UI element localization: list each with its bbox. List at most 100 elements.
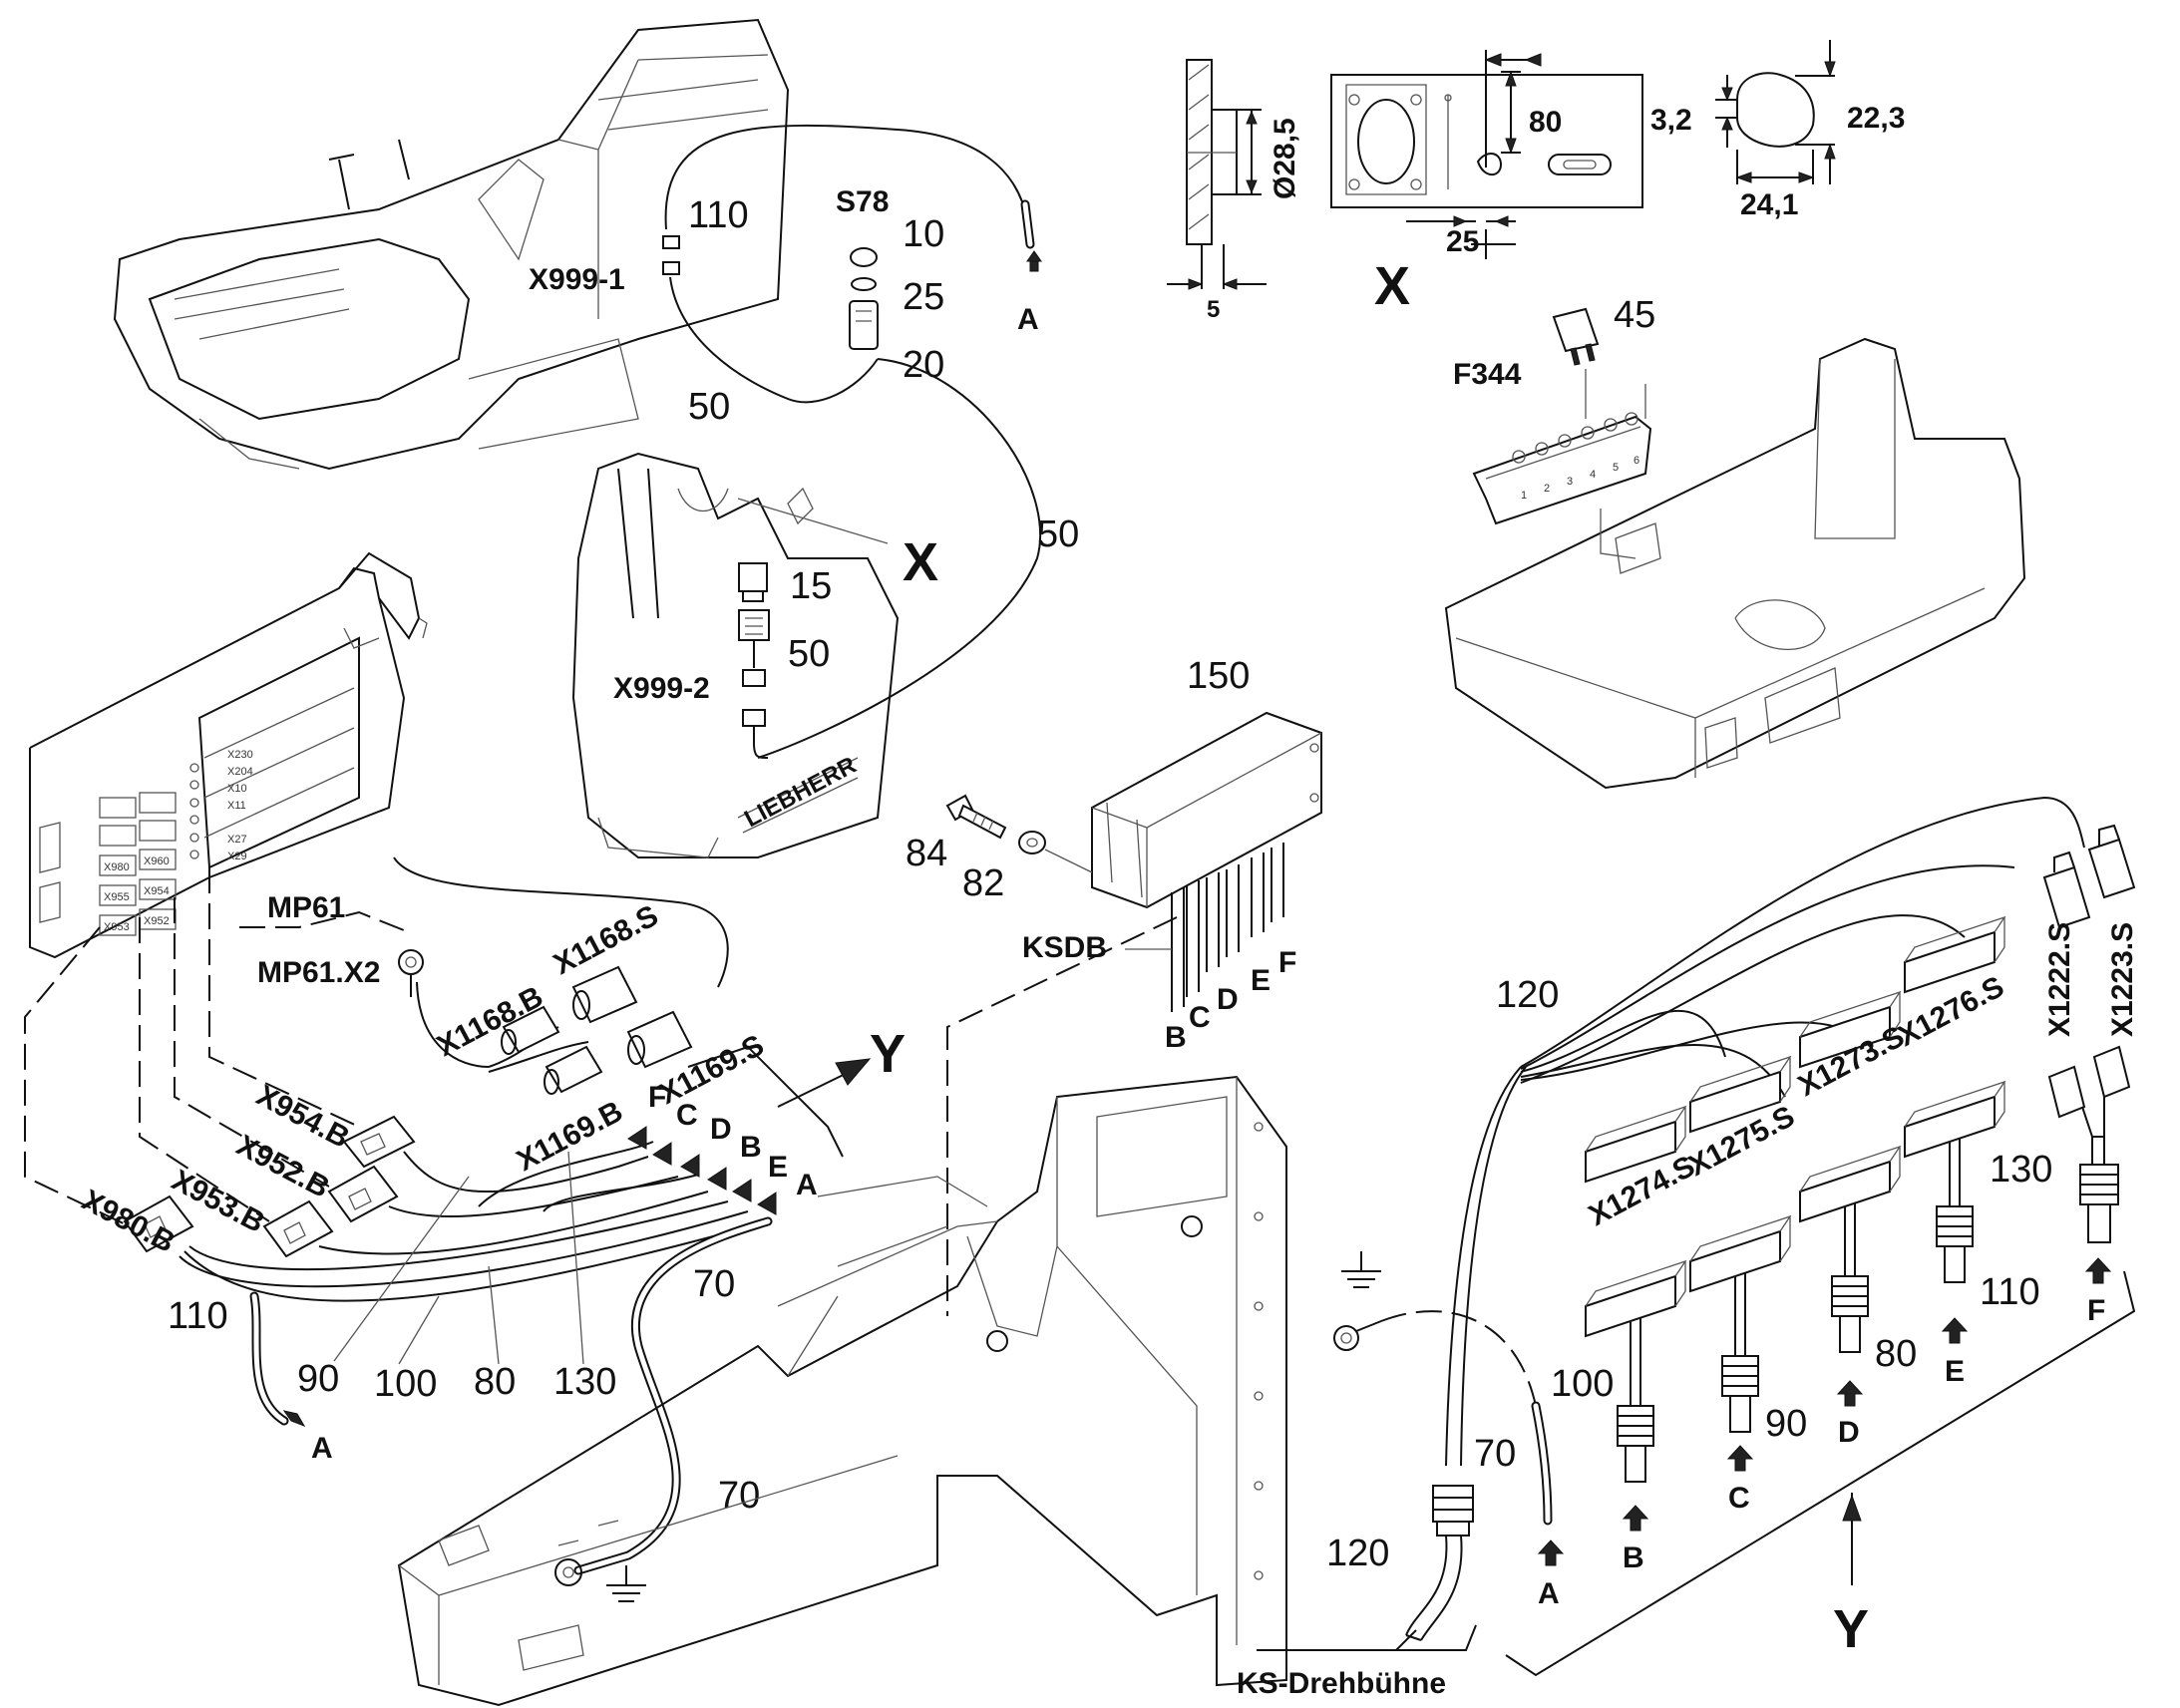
- label-a-bottom: A: [311, 1432, 333, 1465]
- label-a-top: A: [1017, 303, 1039, 336]
- arrow-up-icon-c: [1726, 1445, 1754, 1472]
- label-ksdb-f: F: [1278, 946, 1296, 979]
- label-dim-5: 5: [1207, 296, 1220, 323]
- washer-82: [1018, 831, 1046, 854]
- svg-text:X954: X954: [144, 885, 170, 897]
- hole-detail: [1715, 40, 1836, 184]
- label-15: 15: [790, 565, 832, 607]
- label-dim-22-3: 22,3: [1847, 102, 1905, 135]
- label-50-a: 50: [688, 386, 730, 428]
- arrow-up-icon: [1026, 250, 1042, 272]
- label-ksdb-d: D: [1217, 983, 1239, 1016]
- connector-x1222-s: [2042, 851, 2091, 929]
- relay-socket-50: [738, 609, 770, 668]
- svg-text:X955: X955: [104, 891, 130, 903]
- cable-110-top: [664, 124, 1035, 249]
- label-x1223-s: X1223.S: [2106, 922, 2139, 1037]
- label-right-f: F: [2087, 1294, 2105, 1327]
- connector-x1168-b: [501, 1005, 560, 1055]
- joystick-grip: [571, 452, 900, 858]
- svg-text:X10: X10: [227, 783, 247, 795]
- svg-text:1: 1: [1521, 490, 1527, 502]
- label-50-c: 50: [788, 633, 830, 675]
- machine-frame: [397, 1075, 1287, 1707]
- arrow-up-icon-d: [1836, 1380, 1864, 1407]
- operator-console: [113, 18, 790, 471]
- ground-icon-right: [1341, 1251, 1381, 1288]
- label-x999-2: X999-2: [613, 672, 710, 705]
- label-150: 150: [1187, 655, 1250, 697]
- label-50-b: 50: [1037, 513, 1079, 555]
- label-y-right: Y: [1833, 1599, 1869, 1659]
- cable-70-right: [1531, 1401, 1553, 1526]
- label-arrow-e: E: [768, 1151, 788, 1184]
- fuse-holder: 1 2 3 4 5 6: [1472, 369, 1652, 525]
- label-s78: S78: [836, 185, 889, 218]
- label-80-right: 80: [1875, 1333, 1917, 1375]
- grommet-120: [1432, 1485, 1474, 1537]
- plug-x1273-s: [1799, 990, 1902, 1069]
- label-arrow-d: D: [710, 1113, 732, 1146]
- label-arrow-c: C: [676, 1099, 698, 1132]
- label-x-detail-ref: X: [903, 532, 938, 592]
- connector-x1169-s: [626, 1010, 693, 1069]
- label-x1168-s: X1168.S: [548, 899, 664, 981]
- label-f344: F344: [1453, 358, 1522, 391]
- connector-x1169-b: [544, 1045, 603, 1095]
- label-ksdb-e: E: [1251, 964, 1271, 997]
- label-arrow-b: B: [740, 1131, 762, 1164]
- label-ksdb-b: B: [1165, 1021, 1187, 1054]
- label-110-right: 110: [1980, 1271, 2040, 1313]
- label-80: 80: [474, 1361, 516, 1403]
- svg-text:X952: X952: [144, 915, 170, 927]
- logo-liebherr: LIEBHERR: [740, 752, 861, 833]
- svg-text:X11: X11: [227, 800, 246, 812]
- label-110-top: 110: [688, 194, 749, 236]
- label-90-right: 90: [1765, 1403, 1807, 1445]
- label-120-a: 120: [1496, 974, 1559, 1016]
- label-diameter-28-5: Ø28,5: [1269, 118, 1301, 199]
- plug-sensor-d-80: [1799, 1145, 1902, 1353]
- label-dim-3-2: 3,2: [1650, 104, 1692, 137]
- connector-x1168-s: [571, 965, 638, 1024]
- label-45: 45: [1614, 294, 1655, 336]
- connector-x980-b: [123, 1195, 194, 1253]
- svg-text:X980: X980: [104, 861, 130, 873]
- label-y-left: Y: [870, 1024, 906, 1084]
- label-dim-25: 25: [1446, 225, 1479, 258]
- label-dim-24-1: 24,1: [1740, 188, 1798, 221]
- plug-sensor-b-100: [1585, 1259, 1687, 1483]
- label-130: 130: [553, 1361, 616, 1403]
- svg-text:X27: X27: [227, 834, 247, 846]
- svg-text:4: 4: [1590, 469, 1596, 481]
- svg-text:3: 3: [1567, 476, 1573, 488]
- cable-110-bottom: [249, 1291, 289, 1426]
- svg-text:X204: X204: [227, 766, 253, 778]
- arrow-up-icon-a: [1537, 1539, 1565, 1566]
- ring-terminal-right: [1333, 1320, 1382, 1351]
- label-82: 82: [962, 862, 1004, 904]
- label-x1222-s: X1222.S: [2043, 922, 2076, 1037]
- plug-sensor-c-90: [1689, 1214, 1792, 1433]
- label-120-b: 120: [1326, 1533, 1389, 1574]
- label-84: 84: [906, 833, 947, 874]
- terminal-panel: X980 X960 X955 X954 X953 X952 X230 X204 …: [29, 551, 428, 959]
- svg-text:X953: X953: [104, 921, 130, 933]
- switch-s78-parts: [849, 247, 879, 350]
- arrow-up-icon-b: [1622, 1505, 1649, 1532]
- plug-sensor-e-110: [1904, 1080, 2006, 1283]
- svg-text:X960: X960: [144, 855, 170, 867]
- label-ksdb: KSDB: [1022, 931, 1107, 964]
- connector-x954-b: [342, 1115, 416, 1169]
- label-ksdb-c: C: [1189, 1001, 1211, 1034]
- plug-x1275-s-top: [1689, 1055, 1792, 1134]
- label-right-b: B: [1623, 1541, 1644, 1574]
- cable-bundle-left: [179, 1141, 769, 1302]
- label-right-c: C: [1728, 1482, 1750, 1515]
- svg-text:6: 6: [1634, 455, 1639, 467]
- label-x-detail: X: [1374, 256, 1410, 316]
- cable-70-ground: [554, 1216, 773, 1586]
- arrow-icon: [282, 1410, 306, 1427]
- svg-text:2: 2: [1544, 483, 1550, 495]
- label-70-a: 70: [693, 1263, 735, 1305]
